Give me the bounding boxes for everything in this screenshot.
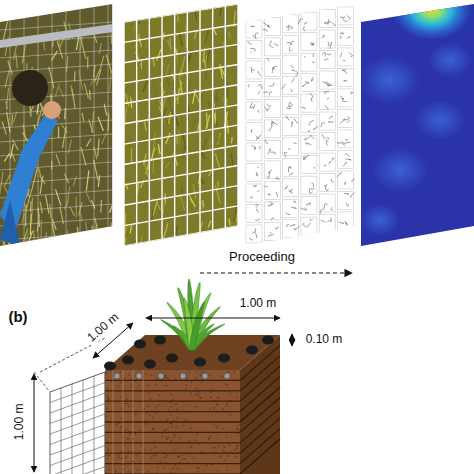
dimension-lines xyxy=(34,318,292,472)
panel-letter: (b) xyxy=(6,308,29,325)
heat-map xyxy=(360,0,474,250)
soil-block xyxy=(34,279,280,474)
dimension-label: 1.00 m xyxy=(13,402,27,443)
gridded-vegetation xyxy=(122,0,242,261)
plant xyxy=(161,279,225,350)
field-photo xyxy=(0,0,113,255)
grid-panel xyxy=(50,372,105,474)
dimension-label: 1.00 m xyxy=(238,297,279,311)
sketch-grid xyxy=(244,0,356,250)
process-arrow xyxy=(200,272,352,273)
process-label: Proceeding xyxy=(227,250,297,265)
dimension-label: 1.00 m xyxy=(83,309,123,346)
dimension-label: 0.10 m xyxy=(304,333,345,347)
